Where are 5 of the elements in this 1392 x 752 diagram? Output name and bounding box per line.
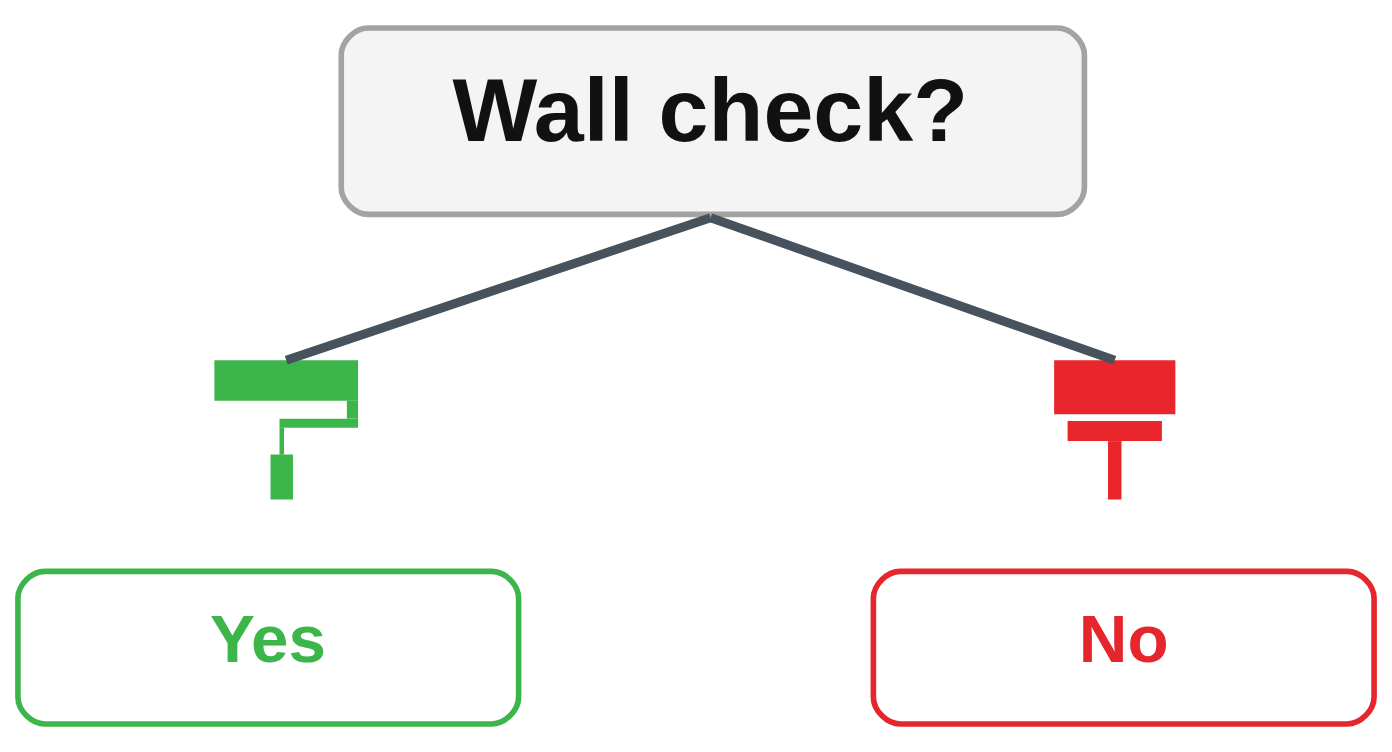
node-box: Wall check?	[338, 25, 1088, 218]
node-box: Yes	[15, 568, 522, 727]
connector	[709, 213, 1117, 365]
node-box: No	[870, 568, 1377, 727]
connector	[284, 213, 713, 365]
